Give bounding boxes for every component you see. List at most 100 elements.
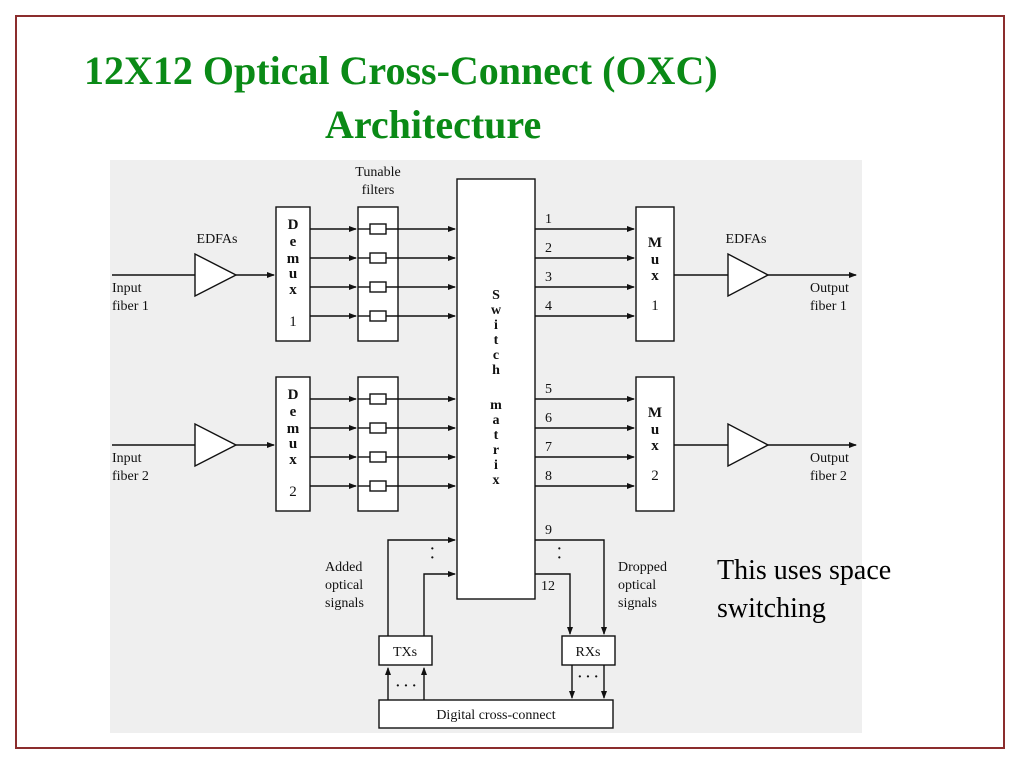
svg-text:t: t <box>494 333 499 348</box>
digital-cross-connect-label: Digital cross-connect <box>436 708 555 723</box>
svg-text:D: D <box>288 217 299 233</box>
svg-text:x: x <box>651 438 659 454</box>
svg-text:x: x <box>289 452 297 468</box>
svg-text:i: i <box>494 458 498 473</box>
svg-text:9: 9 <box>545 523 552 538</box>
demux-2-letters: D e m u x 2 <box>287 387 300 500</box>
edfa-output-1 <box>727 252 770 298</box>
add-dots-2: · <box>430 551 435 566</box>
rxs-box <box>561 635 616 666</box>
tunable-label-2: filters <box>362 183 395 198</box>
svg-text:1: 1 <box>289 314 297 330</box>
input-fiber-1-label-b: fiber 1 <box>112 299 149 314</box>
svg-text:optical: optical <box>325 578 363 593</box>
dxc-links <box>385 665 607 700</box>
title-line-2: Architecture <box>325 102 542 147</box>
output-fiber-2-label-a: Output <box>810 451 849 466</box>
mux-2-letters: M u x 2 <box>648 405 662 484</box>
port-numbers: 1 2 3 4 5 6 7 8 9 12 <box>541 212 555 594</box>
svg-text:1: 1 <box>651 298 659 314</box>
input-fiber-2-label-a: Input <box>112 451 142 466</box>
edfas-output-label: EDFAs <box>726 232 767 247</box>
svg-text:optical: optical <box>618 578 656 593</box>
svg-text:signals: signals <box>325 596 364 611</box>
svg-text:u: u <box>289 436 297 452</box>
add-dots-1: · <box>430 542 435 557</box>
mux-1-letters: M u x 1 <box>648 235 662 314</box>
note-line-2: switching <box>717 593 826 624</box>
svg-text:t: t <box>494 428 499 443</box>
svg-text:e: e <box>290 234 297 250</box>
digital-cross-connect-box <box>378 699 614 729</box>
svg-text:4: 4 <box>545 299 552 314</box>
edfa-output-2 <box>727 422 770 468</box>
svg-text:S: S <box>492 288 500 303</box>
svg-text:w: w <box>491 303 502 318</box>
svg-text:1: 1 <box>545 212 552 227</box>
title-line-1: 12X12 Optical Cross-Connect (OXC) <box>84 48 718 93</box>
svg-text:u: u <box>289 266 297 282</box>
svg-text:u: u <box>651 422 659 438</box>
edfa-input-2 <box>194 422 238 468</box>
switch-matrix <box>456 178 536 600</box>
note-line-1: This uses space <box>717 555 892 586</box>
mux-1 <box>635 206 675 342</box>
rx-dots: · · · <box>577 670 598 685</box>
svg-text:5: 5 <box>545 382 552 397</box>
mux-2 <box>635 376 675 512</box>
svg-text:6: 6 <box>545 411 552 426</box>
tunable-label-1: Tunable <box>355 165 400 180</box>
top-channel-lines <box>310 223 456 322</box>
output-fiber-1-label-b: fiber 1 <box>810 299 847 314</box>
bottom-channel-lines <box>310 393 456 492</box>
svg-text:c: c <box>493 348 499 363</box>
svg-text:12: 12 <box>541 579 555 594</box>
add-path: · · <box>387 537 456 636</box>
svg-text:x: x <box>289 282 297 298</box>
dropped-signals-label: Dropped optical signals <box>618 560 667 611</box>
svg-text:h: h <box>492 363 500 378</box>
svg-text:x: x <box>651 268 659 284</box>
svg-text:signals: signals <box>618 596 657 611</box>
svg-text:2: 2 <box>289 484 297 500</box>
svg-text:u: u <box>651 252 659 268</box>
svg-text:8: 8 <box>545 469 552 484</box>
svg-text:m: m <box>490 398 502 413</box>
svg-text:M: M <box>648 405 662 421</box>
svg-text:2: 2 <box>545 241 552 256</box>
added-signals-label: Added optical signals <box>325 560 364 611</box>
slide-border <box>15 15 1005 749</box>
svg-text:m: m <box>287 251 300 267</box>
svg-text:2: 2 <box>651 468 659 484</box>
svg-text:M: M <box>648 235 662 251</box>
svg-text:3: 3 <box>545 270 552 285</box>
svg-text:i: i <box>494 318 498 333</box>
svg-text:D: D <box>288 387 299 403</box>
svg-text:Added: Added <box>325 560 362 575</box>
drop-dots-2: · <box>557 551 562 566</box>
demux-1 <box>275 206 311 342</box>
tx-dots: · · · <box>395 679 416 694</box>
svg-text:7: 7 <box>545 440 552 455</box>
demux-2 <box>275 376 311 512</box>
switch-matrix-label: S w i t c h m a t r i x <box>490 288 502 488</box>
svg-text:a: a <box>493 413 500 428</box>
svg-text:Dropped: Dropped <box>618 560 667 575</box>
output-fiber-2-label-b: fiber 2 <box>810 469 847 484</box>
input-fiber-2-label-b: fiber 2 <box>112 469 149 484</box>
input-fiber-1-label-a: Input <box>112 281 142 296</box>
txs-label: TXs <box>393 645 417 660</box>
txs-box <box>378 635 433 666</box>
rxs-label: RXs <box>576 645 601 660</box>
drop-dots-1: · <box>557 542 562 557</box>
svg-text:m: m <box>287 421 300 437</box>
edfa-input-1 <box>194 252 238 298</box>
switch-output-lines <box>535 226 635 489</box>
output-fiber-1-label-a: Output <box>810 281 849 296</box>
demux-1-letters: D e m u x 1 <box>287 217 300 330</box>
svg-text:x: x <box>493 473 500 488</box>
drop-path: · · <box>535 539 607 635</box>
space-switching-note: This uses space switching <box>717 552 891 628</box>
edfas-input-label: EDFAs <box>197 232 238 247</box>
